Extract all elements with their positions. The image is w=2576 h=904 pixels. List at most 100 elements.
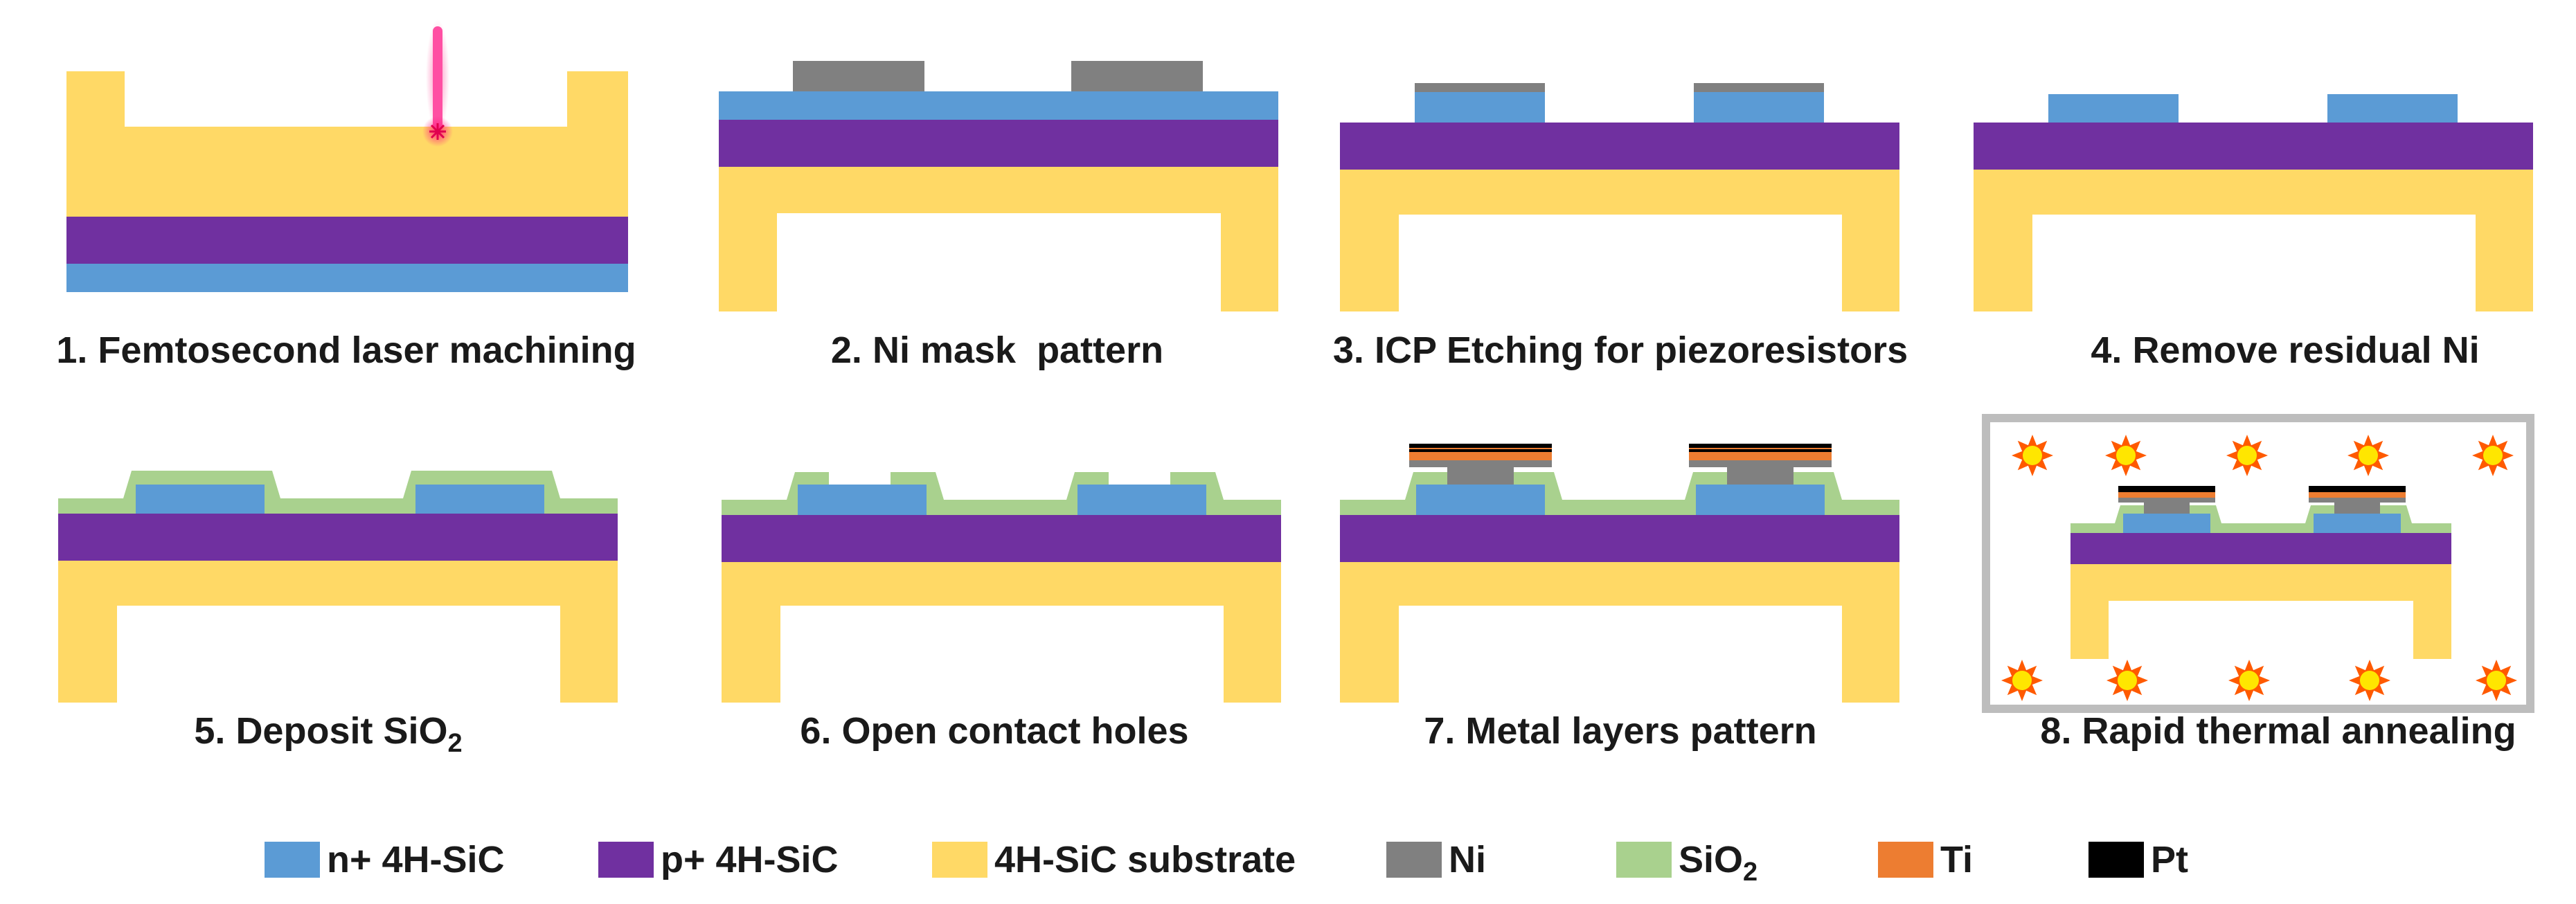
step-6-caption: 6. Open contact holes [800, 710, 1188, 752]
step-number: 3. [1333, 329, 1364, 371]
legend-item-ti: Ti [1878, 839, 1973, 880]
legend-label: Pt [2151, 839, 2188, 880]
piezoresistor-left [136, 485, 265, 514]
ni-mask-right [1071, 61, 1203, 91]
legend-swatch [2088, 842, 2144, 878]
legend-item-pt: Pt [2088, 839, 2188, 880]
p-plus-layer [66, 217, 628, 264]
piezoresistor-left [1415, 92, 1545, 123]
sun-icon [2105, 435, 2147, 476]
ni-residual-left [1415, 83, 1545, 92]
step-1-diagram [66, 19, 628, 292]
step-4-diagram [1974, 94, 2533, 311]
step-4-caption: 4. Remove residual Ni [2091, 329, 2479, 371]
legend-item-p-plus: p+ 4H-SiC [598, 839, 839, 880]
step-title: Femtosecond laser machining [98, 329, 636, 371]
step-title-subscript: 2 [447, 729, 462, 758]
piezoresistor-left [2123, 514, 2210, 533]
legend-swatch [1616, 842, 1672, 878]
piezoresistor-left [798, 485, 927, 515]
metal-stack-left [2118, 486, 2215, 514]
legend-swatch [265, 842, 320, 878]
legend-label: p+ 4H-SiC [661, 839, 839, 880]
legend-item-ni: Ni [1386, 839, 1486, 880]
piezoresistor-left [1416, 485, 1545, 515]
piezoresistor-right [1696, 485, 1825, 515]
step-8-diagram [1982, 414, 2534, 713]
n-plus-layer [66, 264, 628, 292]
sun-icon [2228, 660, 2270, 701]
p-plus-layer [722, 515, 1281, 562]
legend-label: 4H-SiC substrate [994, 839, 1296, 880]
substrate-layer [722, 562, 1281, 703]
sun-icon [2226, 435, 2268, 476]
piezoresistor-right [1077, 485, 1206, 515]
p-plus-layer [1340, 515, 1899, 562]
legend-swatch [1878, 842, 1933, 878]
contact-hole-left [829, 472, 891, 485]
substrate-layer [66, 71, 628, 217]
legend-swatch [598, 842, 654, 878]
step-number: 5. [194, 710, 225, 752]
p-plus-layer [1340, 123, 1899, 170]
step-number: 8. [2040, 710, 2071, 752]
piezoresistor-right [1694, 92, 1824, 123]
annealing-frame [1982, 414, 2534, 713]
legend-item-sio2: SiO2 [1616, 839, 1757, 887]
n-plus-layer [719, 91, 1278, 120]
sun-icon [2012, 435, 2053, 476]
substrate-layer [2070, 564, 2451, 659]
ni-mask-left [793, 61, 924, 91]
step-5-diagram [58, 471, 618, 703]
sun-icon [2347, 435, 2389, 476]
sun-icon [2476, 660, 2517, 701]
step-title: Remove residual Ni [2132, 329, 2479, 371]
p-plus-layer [2070, 533, 2451, 564]
step-title: Rapid thermal annealing [2082, 710, 2516, 752]
substrate-layer [719, 167, 1278, 311]
step-7-caption: 7. Metal layers pattern [1424, 710, 1816, 752]
legend-label-subscript: 2 [1743, 858, 1757, 887]
step-number: 2. [831, 329, 862, 371]
step-1-caption: 1. Femtosecond laser machining [56, 329, 636, 371]
legend-swatch [1386, 842, 1442, 878]
step-title: Open contact holes [841, 710, 1188, 752]
p-plus-layer [1974, 123, 2533, 170]
contact-hole-right [1109, 472, 1170, 485]
step-number: 6. [800, 710, 831, 752]
legend: n+ 4H-SiC p+ 4H-SiC 4H-SiC substrate Ni … [265, 839, 2188, 887]
heat-sources [2001, 435, 2517, 701]
substrate-layer [1974, 170, 2533, 311]
metal-stack-right [1689, 444, 1832, 485]
step-3-caption: 3. ICP Etching for piezoresistors [1333, 329, 1908, 371]
piezoresistor-right [415, 485, 544, 514]
step-title: Ni mask pattern [873, 329, 1163, 371]
sun-icon [2107, 660, 2148, 701]
sun-icon [2472, 435, 2514, 476]
step-5-caption: 5. Deposit SiO2 [194, 710, 462, 758]
substrate-layer [1340, 562, 1899, 703]
step-3-diagram [1340, 83, 1899, 311]
step-title: ICP Etching for piezoresistors [1375, 329, 1908, 371]
piezoresistor-left [2048, 94, 2179, 123]
sun-icon [2001, 660, 2043, 701]
step-title: Deposit SiO [235, 710, 447, 752]
step-8-caption: 8. Rapid thermal annealing [2040, 710, 2516, 752]
step-7-diagram [1340, 444, 1899, 703]
step-2-diagram [719, 61, 1278, 311]
legend-label: n+ 4H-SiC [327, 839, 505, 880]
piezoresistor-right [2314, 514, 2401, 533]
step-number: 4. [2091, 329, 2122, 371]
laser-beam [422, 19, 453, 147]
p-plus-layer [58, 514, 618, 561]
substrate-layer [58, 561, 618, 703]
legend-label: Ti [1940, 839, 1973, 880]
ni-residual-right [1694, 83, 1824, 92]
p-plus-layer [719, 120, 1278, 167]
piezoresistor-right [2327, 94, 2458, 123]
legend-item-n-plus: n+ 4H-SiC [265, 839, 505, 880]
legend-label: SiO2 [1679, 839, 1757, 887]
step-title: Metal layers pattern [1465, 710, 1816, 752]
step-number: 7. [1424, 710, 1455, 752]
